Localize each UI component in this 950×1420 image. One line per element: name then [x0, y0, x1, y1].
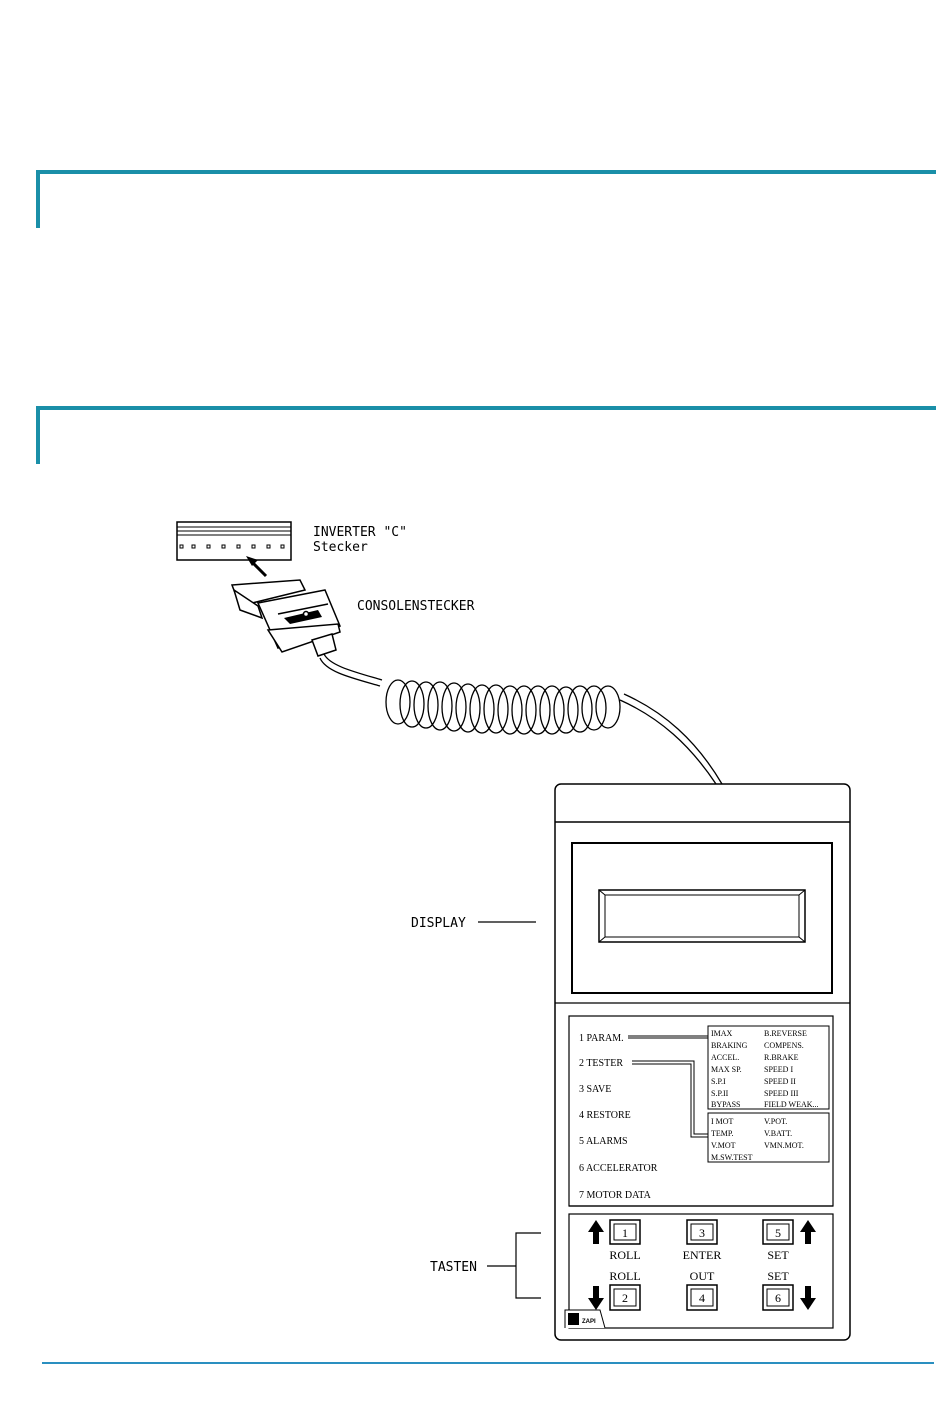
key-4-label: 4 [699, 1291, 705, 1305]
key-3-label: 3 [699, 1226, 705, 1240]
tester-item: V.POT. [764, 1117, 787, 1126]
section-header-frame-2 [36, 406, 936, 464]
menu-item-alarms: 5 ALARMS [579, 1136, 628, 1147]
param-item: S.P.II [711, 1089, 729, 1098]
key-4-caption: OUT [690, 1269, 715, 1283]
key-5[interactable]: 5 [762, 1219, 794, 1245]
key-3-caption: ENTER [683, 1248, 722, 1262]
submenu-connectors [628, 1035, 708, 1138]
menu-item-save: 3 SAVE [579, 1084, 611, 1095]
param-item: SPEED II [764, 1077, 796, 1086]
menu-item-param: 1 PARAM. [579, 1033, 624, 1044]
display-screen [571, 842, 833, 994]
display-label: DISPLAY [411, 916, 466, 931]
key-3[interactable]: 3 [686, 1219, 718, 1245]
param-item: COMPENS. [764, 1041, 804, 1050]
key-4[interactable]: 4 [686, 1284, 718, 1311]
arrow-up-icon [588, 1220, 604, 1244]
param-item: IMAX [711, 1029, 733, 1038]
menu-item-restore: 4 RESTORE [579, 1110, 631, 1121]
param-submenu-box [707, 1025, 830, 1110]
console-plug [230, 579, 341, 657]
tester-item: VMN.MOT. [764, 1141, 804, 1150]
tester-item: V.MOT [711, 1141, 736, 1150]
arrow-down-icon [588, 1286, 604, 1310]
param-item: R.BRAKE [764, 1053, 799, 1062]
key-1-label: 1 [622, 1226, 628, 1240]
key-1-caption: ROLL [609, 1248, 640, 1262]
tester-item: I MOT [711, 1117, 734, 1126]
coiled-cable [319, 653, 723, 785]
key-5-label: 5 [775, 1226, 781, 1240]
keys-label: TASTEN [430, 1260, 477, 1275]
key-5-caption: SET [767, 1248, 789, 1262]
inverter-label-line2: Stecker [313, 540, 368, 555]
tester-item: V.BATT. [764, 1129, 792, 1138]
insert-arrow [246, 556, 268, 578]
tester-item: M.SW.TEST [711, 1153, 753, 1162]
key-6-caption: SET [767, 1269, 789, 1283]
menu-item-motor-data: 7 MOTOR DATA [579, 1190, 652, 1201]
tester-submenu: I MOT V.POT. TEMP. V.BATT. V.MOT VMN.MOT… [711, 1117, 804, 1162]
tester-submenu-box [707, 1112, 830, 1163]
param-item: BRAKING [711, 1041, 748, 1050]
keys-bracket [487, 1232, 541, 1299]
menu-item-tester: 2 TESTER [579, 1058, 623, 1069]
logo-text: ZAPI [582, 1319, 596, 1325]
key-6-label: 6 [775, 1291, 781, 1305]
key-6[interactable]: 6 [762, 1284, 794, 1311]
console-plug-label: CONSOLENSTECKER [357, 599, 475, 614]
param-item: S.P.I [711, 1077, 726, 1086]
param-item: B.REVERSE [764, 1029, 807, 1038]
arrow-down-icon [800, 1286, 816, 1310]
param-item: SPEED I [764, 1065, 793, 1074]
key-2-label: 2 [622, 1291, 628, 1305]
inverter-label-line1: INVERTER "C" [313, 525, 407, 540]
param-item: ACCEL. [711, 1053, 739, 1062]
param-item: BYPASS [711, 1100, 741, 1109]
arrow-up-icon [800, 1220, 816, 1244]
key-2[interactable]: 2 [609, 1284, 641, 1311]
param-item: SPEED III [764, 1089, 799, 1098]
param-item: MAX SP. [711, 1065, 742, 1074]
key-2-caption: ROLL [609, 1269, 640, 1283]
footer-rule [42, 1362, 934, 1364]
inverter-connector [176, 521, 292, 561]
param-submenu: IMAX B.REVERSE BRAKING COMPENS. ACCEL. R… [711, 1029, 819, 1109]
param-item: FIELD WEAK... [764, 1100, 819, 1109]
tester-item: TEMP. [711, 1129, 733, 1138]
section-header-frame-1 [36, 170, 936, 228]
manufacturer-logo: ZAPI [564, 1309, 606, 1329]
menu-item-accelerator: 6 ACCELERATOR [579, 1163, 658, 1174]
key-1[interactable]: 1 [609, 1219, 641, 1245]
